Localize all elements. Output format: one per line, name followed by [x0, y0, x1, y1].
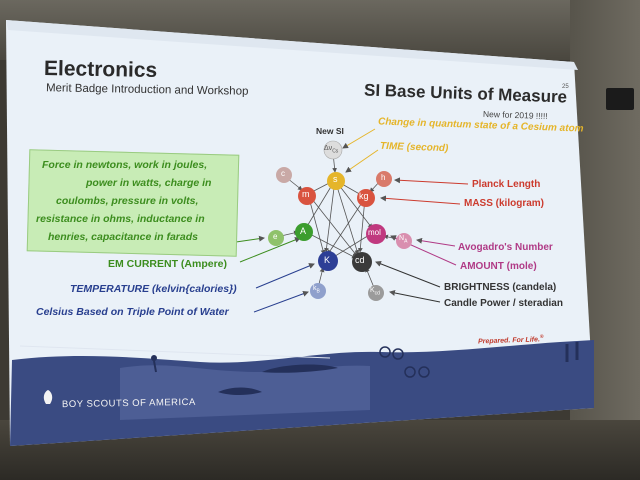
node-e — [268, 230, 284, 246]
node-h — [376, 171, 392, 187]
page-number: 25 — [562, 84, 569, 90]
node-e-label: e — [273, 232, 278, 241]
node-K-label: K — [324, 255, 331, 265]
bike-wheel — [379, 346, 391, 358]
node-m — [298, 187, 316, 205]
brightness-label: BRIGHTNESS (candela) — [444, 282, 557, 293]
planck-label: Planck Length — [472, 179, 541, 190]
derived-units-line: Force in newtons, work in joules, — [42, 159, 208, 171]
amount-label: AMOUNT (mole) — [460, 261, 537, 272]
celsius-label: Celsius Based on Triple Point of Water — [36, 306, 229, 318]
temperature-label: TEMPERATURE (kelvin{calories}) — [70, 283, 237, 295]
node-K — [318, 251, 338, 271]
kayak — [218, 387, 262, 395]
derived-units-line: coulombs, pressure in volts, — [56, 195, 199, 207]
node-s-label: s — [333, 174, 338, 184]
node-A — [295, 223, 313, 241]
derived-units-line: henries, capacitance in farads — [48, 231, 198, 243]
node-NA-label: NA — [399, 235, 408, 245]
node-kg-label: kg — [359, 191, 369, 201]
bsa-footer: BOY SCOUTS OF AMERICA — [61, 396, 196, 411]
node-c — [276, 167, 292, 183]
node-delta-nu — [323, 140, 343, 160]
node-cd — [352, 252, 372, 272]
candle-label: Candle Power / steradian — [444, 298, 563, 309]
node-Kcd — [368, 285, 384, 301]
avogadro-label: Avogadro's Number — [458, 242, 553, 253]
new-si-label: New SI — [316, 126, 344, 136]
node-cd-label: cd — [355, 255, 365, 265]
node-m-label: m — [302, 189, 310, 199]
fleur-de-lis-icon — [43, 390, 53, 404]
node-A-label: A — [300, 226, 307, 236]
node-mol-label: mol — [368, 228, 381, 237]
wall-speaker — [606, 88, 634, 110]
node-kB-label: kB — [313, 285, 320, 295]
node-kB — [310, 283, 326, 299]
unit-links — [280, 152, 402, 291]
canoe — [262, 364, 338, 373]
node-h-label: h — [381, 173, 386, 182]
time-label: TIME (second) — [379, 140, 449, 155]
slide-title: Electronics — [43, 57, 158, 82]
mass-label: MASS (kilogram) — [464, 198, 545, 209]
node-delta-nu-label: ΔνCs — [324, 145, 339, 155]
node-NA — [396, 233, 412, 249]
node-c-label: c — [281, 169, 285, 178]
em-current-label: EM CURRENT (Ampere) — [108, 258, 228, 270]
zipline — [19, 345, 331, 359]
node-s — [327, 172, 345, 190]
derived-units-line: resistance in ohms, inductance in — [36, 213, 205, 225]
node-mol — [366, 224, 386, 244]
derived-units-line: power in watts, charge in — [86, 177, 212, 189]
node-kg — [357, 189, 375, 207]
node-Kcd-label: Kcd — [370, 287, 380, 297]
